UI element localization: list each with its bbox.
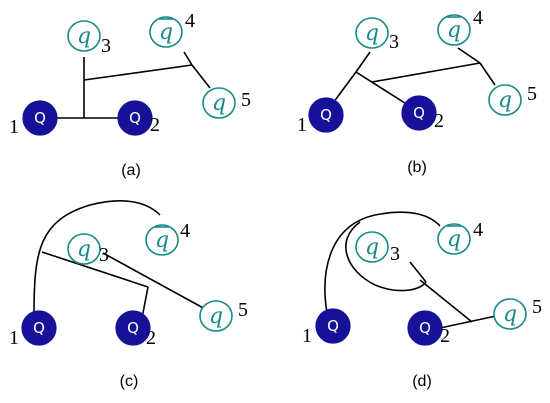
node-number: 3: [101, 35, 111, 57]
quark-node: q: [67, 20, 101, 52]
node-number: 4: [180, 220, 190, 242]
heavy-quark-node: Q: [117, 100, 153, 136]
node-number: 3: [389, 31, 399, 53]
string-line: [355, 71, 409, 106]
quark-symbol: q: [77, 24, 91, 49]
quark-node: q: [355, 231, 389, 263]
string-line: [141, 286, 149, 319]
heavy-quark-node: Q: [315, 308, 351, 344]
antiquark-node: q: [145, 224, 179, 256]
string-arc: [33, 200, 161, 314]
quark-symbol: q: [365, 21, 379, 46]
node-number: 3: [99, 244, 109, 266]
string-line: [371, 62, 481, 83]
heavy-quark-node: Q: [308, 97, 344, 133]
string-line: [479, 62, 496, 86]
heavy-quark-symbol: Q: [34, 109, 46, 127]
node-number: 1: [9, 327, 19, 349]
node-number: 4: [473, 219, 483, 241]
quark-symbol: q: [503, 302, 517, 327]
string-loop: [345, 221, 427, 292]
string-arc: [324, 211, 441, 314]
panel-c: q 3 q 4 q 5 Q 1 Q 2 (c): [9, 200, 248, 390]
string-line: [102, 252, 208, 311]
heavy-quark-symbol: Q: [419, 319, 431, 337]
quark-symbol: q: [498, 88, 512, 113]
quark-symbol: q: [212, 91, 226, 116]
string-line: [83, 64, 193, 81]
string-line: [439, 315, 497, 329]
quark-node: q: [488, 84, 522, 116]
heavy-quark-symbol: Q: [127, 319, 139, 337]
heavy-quark-node: Q: [115, 310, 151, 346]
node-number: 3: [390, 243, 400, 265]
quark-node: q: [493, 298, 527, 330]
antiquark-symbol: q: [447, 227, 461, 252]
heavy-quark-node: Q: [407, 310, 443, 346]
node-number: 2: [440, 325, 450, 347]
string-line: [457, 47, 481, 64]
quark-symbol: q: [77, 237, 91, 262]
string-line: [419, 279, 473, 323]
node-number: 5: [241, 89, 251, 111]
node-number: 2: [146, 327, 156, 349]
quark-node: q: [199, 300, 233, 332]
panel-a: q 3 q 4 q 5 Q 1 Q 2 (a): [9, 10, 251, 179]
quark-node: q: [67, 233, 101, 265]
antiquark-symbol: q: [159, 20, 173, 45]
string-line: [41, 251, 149, 288]
quark-node: q: [202, 87, 236, 119]
string-line: [355, 51, 371, 73]
heavy-quark-symbol: Q: [129, 109, 141, 127]
quark-node: q: [355, 17, 389, 49]
panel-caption: (c): [120, 373, 139, 390]
node-number: 1: [302, 325, 312, 347]
panel-d: q 3 q 4 q 5 Q 1 Q 2 (d): [302, 211, 542, 390]
node-number: 1: [297, 114, 307, 136]
node-number: 5: [527, 83, 537, 105]
heavy-quark-node: Q: [21, 310, 57, 346]
heavy-quark-node: Q: [401, 95, 437, 131]
heavy-quark-node: Q: [22, 100, 58, 136]
quark-symbol: q: [209, 304, 223, 329]
antiquark-node: q: [437, 223, 471, 255]
node-number: 1: [9, 116, 19, 138]
node-number: 4: [473, 7, 483, 29]
node-number: 4: [185, 10, 195, 32]
panel-caption: (b): [407, 159, 427, 176]
node-number: 5: [238, 299, 248, 321]
antiquark-symbol: q: [155, 228, 169, 253]
node-number: 2: [150, 114, 160, 136]
heavy-quark-symbol: Q: [327, 317, 339, 335]
node-number: 5: [532, 296, 542, 318]
heavy-quark-symbol: Q: [413, 104, 425, 122]
antiquark-node: q: [149, 16, 183, 48]
panel-caption: (a): [121, 162, 141, 179]
panel-b: q 3 q 4 q 5 Q 1 Q 2 (b): [297, 7, 537, 176]
antiquark-node: q: [437, 14, 471, 46]
string-line: [409, 261, 427, 283]
string-line: [191, 64, 211, 89]
quark-symbol: q: [365, 235, 379, 260]
string-line: [332, 71, 357, 104]
string-line: [183, 51, 193, 66]
panel-caption: (d): [412, 373, 432, 390]
heavy-quark-symbol: Q: [33, 319, 45, 337]
antiquark-symbol: q: [447, 18, 461, 43]
node-number: 2: [434, 110, 444, 132]
heavy-quark-symbol: Q: [320, 106, 332, 124]
